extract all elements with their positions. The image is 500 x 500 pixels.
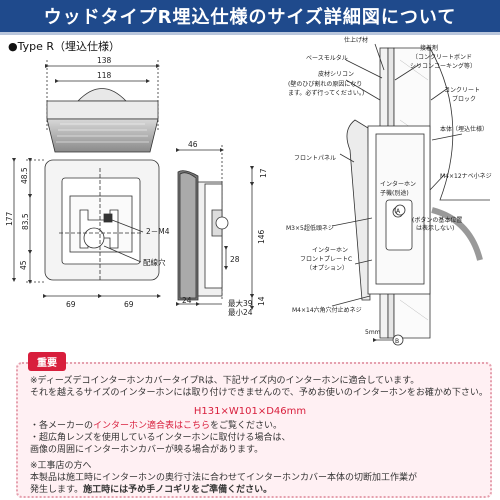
label-bond: 接着剤 bbox=[420, 44, 438, 52]
size-spec: H131×W101×D46mm bbox=[193, 406, 307, 417]
dim-h1: 48.5 bbox=[20, 167, 29, 184]
dim-half-right: 69 bbox=[124, 300, 134, 309]
label-gap: 5mm bbox=[365, 329, 381, 336]
label-front-panel: フロントパネル bbox=[294, 155, 336, 162]
label-wiring-hole: 配線穴 bbox=[143, 257, 166, 267]
section-view bbox=[331, 43, 490, 346]
dim-min: 最小24 bbox=[228, 308, 253, 317]
note-line8-prefix: 発生します。 bbox=[30, 485, 84, 495]
note-line5: 画像の周囲にインターホンカバーが映る場合があります。 bbox=[30, 445, 264, 455]
note-line3-suffix: をご覧ください。 bbox=[210, 421, 283, 431]
label-intercom2: 子機(別途) bbox=[380, 189, 409, 197]
side-view bbox=[176, 145, 254, 310]
dim-depth: 46 bbox=[188, 140, 198, 149]
dim-max: 最大39 bbox=[228, 298, 253, 308]
label-silicone-note1: (壁のひび割れの原因になり bbox=[288, 80, 362, 88]
label-plate3: （オプション） bbox=[306, 265, 348, 272]
label-base-mortar: ベースモルタル bbox=[306, 54, 348, 62]
label-silicone: 皮材シリコン bbox=[318, 70, 354, 78]
label-m4-tap: M4×12ナベ小ネジ bbox=[440, 172, 492, 180]
note-line1: ※ディーズデコインターホンカバータイプRは、下記サイズ内のインターホンに適合して… bbox=[30, 376, 420, 386]
label-button1: (ボタンの基本位置 bbox=[412, 216, 462, 224]
label-bond-note1: 〔コンクリートボンド bbox=[412, 53, 472, 61]
title-banner: ウッドタイプR埋込仕様のサイズ詳細図について bbox=[0, 0, 500, 35]
dim-wall: 24 bbox=[182, 296, 192, 305]
front-view-dimensions: 138 118 177 48.5 83.5 45 69 69 2－M4 配線穴 bbox=[5, 56, 170, 309]
label-finish: 仕上げ材 bbox=[344, 36, 368, 44]
dim-bottom-gap: 14 bbox=[257, 296, 266, 306]
compatibility-link[interactable]: インターホン適合表はこちら bbox=[93, 421, 211, 431]
note-line6: ※工事店の方へ bbox=[30, 461, 92, 471]
note-line3: ・各メーカーのインターホン適合表はこちらをご覧ください。 bbox=[30, 420, 282, 432]
dim-overall-width: 138 bbox=[97, 56, 112, 65]
label-block2: ブロック bbox=[452, 95, 476, 103]
note-line4: ・超広角レンズを使用しているインターホンに取付ける場合は、 bbox=[30, 433, 291, 443]
label-plate2: フロントプレートC bbox=[300, 256, 352, 263]
note-line7: 本製品は施工時にインターホンの奥行寸法に合わせてインターホンカバー本体の切断加工… bbox=[30, 473, 418, 483]
dim-top-gap: 17 bbox=[259, 168, 268, 178]
side-view-dimensions: 46 17 146 14 28 24 最大39 最小24 bbox=[182, 140, 268, 317]
section-subtitle: ●Type R（埋込仕様） bbox=[8, 40, 121, 53]
note-line8-emphasis: 施工時には予め手ノコギリをご準備ください。 bbox=[83, 485, 273, 495]
important-notes-box bbox=[16, 362, 492, 498]
label-button2: は表示しない) bbox=[416, 224, 454, 232]
dim-recess: 28 bbox=[230, 255, 240, 264]
dim-half-left: 69 bbox=[66, 300, 76, 309]
marker-b: B bbox=[395, 338, 399, 345]
label-intercom1: インターホン bbox=[380, 180, 416, 188]
note-line2: それを越えるサイズのインターホンには取り付けできませんので、予めお使いのインター… bbox=[30, 388, 488, 398]
marker-a: A bbox=[396, 208, 401, 215]
dim-inner-width: 118 bbox=[97, 71, 112, 80]
label-plate1: インターホン bbox=[312, 246, 348, 254]
label-screw: 2－M4 bbox=[146, 227, 170, 236]
important-tag: 重要 bbox=[28, 352, 66, 371]
label-silicone-note2: ます。必ず行ってください。) bbox=[288, 89, 364, 97]
note-line8: 発生します。施工時には予め手ノコギリをご準備ください。 bbox=[30, 484, 272, 496]
section-view-labels: 仕上げ材 ベースモルタル 皮材シリコン (壁のひび割れの原因になり ます。必ず行… bbox=[286, 36, 492, 345]
dim-h2: 83.5 bbox=[21, 213, 30, 230]
front-view bbox=[12, 60, 161, 298]
label-body: 本体（埋込仕様） bbox=[440, 125, 488, 133]
note-line3-prefix: ・各メーカーの bbox=[30, 421, 94, 431]
dim-h3: 45 bbox=[19, 260, 28, 270]
label-m4-hex: M4×14六角穴付止めネジ bbox=[292, 306, 362, 314]
label-bond-note2: シリコンコーキング等〕 bbox=[410, 62, 476, 70]
dim-height-total: 177 bbox=[5, 211, 14, 226]
dim-inner-height: 146 bbox=[257, 229, 266, 244]
label-m3-screw: M3×5超低頭ネジ bbox=[286, 224, 334, 232]
banner-title: ウッドタイプR埋込仕様のサイズ詳細図について bbox=[43, 7, 457, 28]
label-block: コンクリート bbox=[444, 87, 480, 94]
